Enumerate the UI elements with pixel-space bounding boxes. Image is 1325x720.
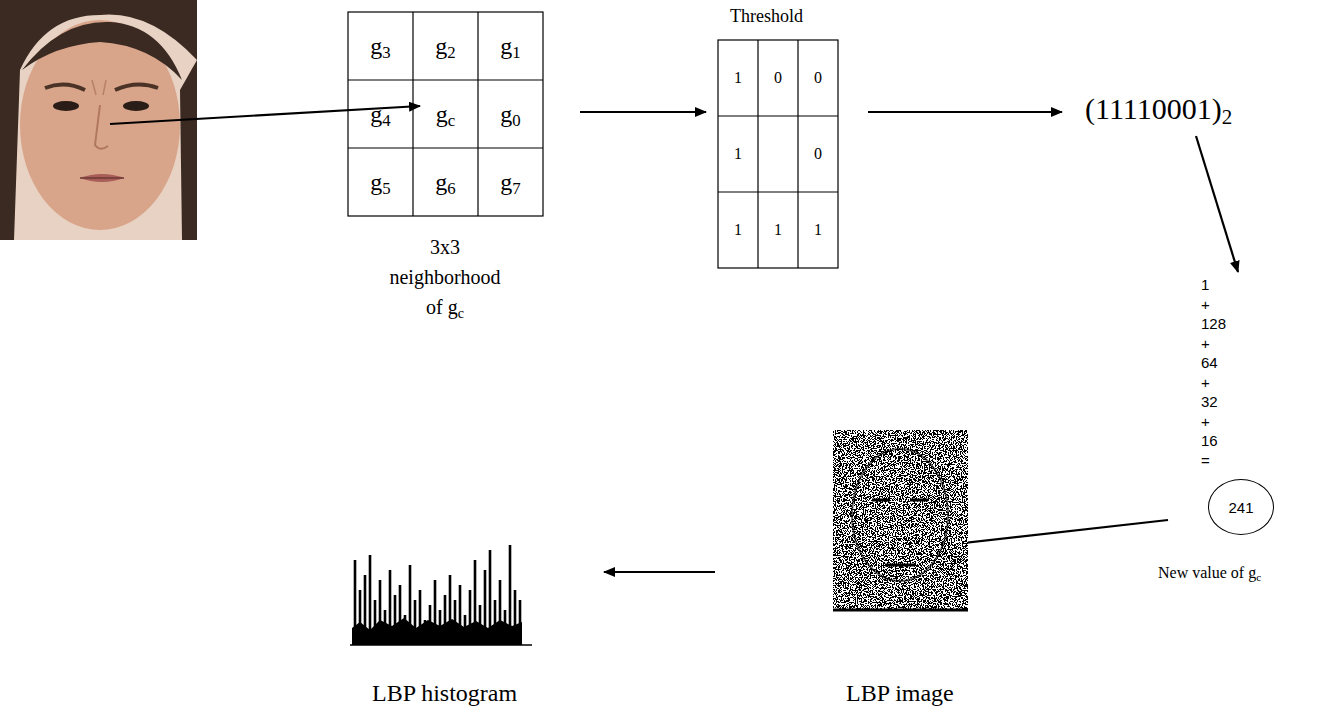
threshold-cell: 1 [718, 192, 758, 268]
sum-term: 1 [1201, 276, 1209, 293]
flow-arrows [110, 106, 1238, 572]
sum-term: + [1201, 413, 1210, 430]
threshold-cell: 1 [718, 116, 758, 192]
lbp-image [833, 430, 968, 610]
pixel-cell: g3 [348, 12, 413, 80]
pixel-cell: g4 [348, 80, 413, 148]
binary-code: (11110001)2 [1085, 92, 1232, 126]
result-circle: 241 [1208, 479, 1274, 535]
threshold-grid [718, 40, 838, 268]
sum-term: + [1201, 335, 1210, 352]
result-value: 241 [1228, 499, 1253, 516]
pixel-cell: g0 [478, 80, 543, 148]
lbp-histogram [350, 545, 532, 645]
pixel-cell: gc [413, 80, 478, 148]
threshold-cell: 0 [758, 40, 798, 116]
pixel-cell: g6 [413, 148, 478, 216]
step-title: Threshold [730, 6, 803, 27]
threshold-cell: 0 [798, 40, 838, 116]
sum-term: 128 [1201, 315, 1226, 332]
threshold-cell: 1 [798, 192, 838, 268]
pixel-cell: g1 [478, 12, 543, 80]
sum-term: + [1201, 374, 1210, 391]
sum-term: 16 [1201, 432, 1218, 449]
sum-term: = [1201, 452, 1210, 469]
threshold-cell: 1 [718, 40, 758, 116]
threshold-cell: 1 [758, 192, 798, 268]
pixel-cell: g2 [413, 12, 478, 80]
pixel-cell: g5 [348, 148, 413, 216]
image-caption: LBP image [846, 680, 954, 707]
neighborhood-grid [348, 12, 543, 216]
sum-term: 32 [1201, 393, 1218, 410]
sum-term: + [1201, 296, 1210, 313]
histogram-caption: LBP histogram [372, 680, 517, 707]
pixel-cell: g7 [478, 148, 543, 216]
threshold-cell: 0 [798, 116, 838, 192]
result-caption: New value of gc [1158, 564, 1261, 582]
grid-caption: 3x3 neighborhood of gc [381, 232, 509, 322]
sum-term: 64 [1201, 354, 1218, 371]
